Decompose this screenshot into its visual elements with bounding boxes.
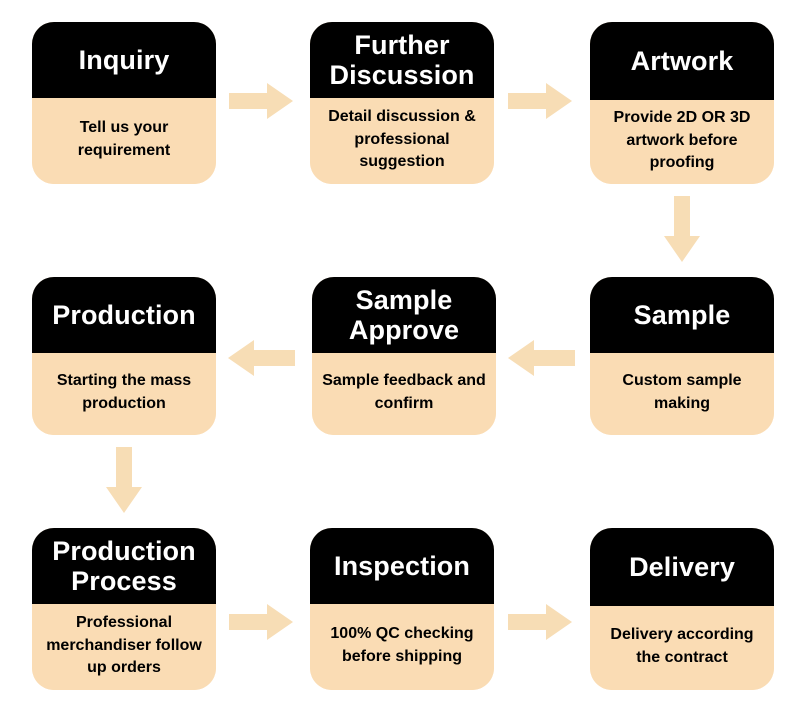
- step-title-inquiry: Inquiry: [32, 22, 216, 98]
- step-card-inquiry[interactable]: Inquiry Tell us your requirement: [32, 22, 216, 184]
- step-card-production[interactable]: Production Starting the mass production: [32, 277, 216, 435]
- connector-production-process-to-inspection: [229, 604, 293, 640]
- step-description-inspection: 100% QC checking before shipping: [310, 604, 494, 690]
- step-card-further-discussion[interactable]: Further Discussion Detail discussion & p…: [310, 22, 494, 184]
- step-title-sample: Sample: [590, 277, 774, 353]
- step-description-sample: Custom sample making: [590, 353, 774, 435]
- step-card-inspection[interactable]: Inspection 100% QC checking before shipp…: [310, 528, 494, 690]
- connector-further-discussion-to-artwork: [508, 83, 572, 119]
- step-description-delivery: Delivery according the contract: [590, 606, 774, 690]
- step-title-sample-approve: Sample Approve: [312, 277, 496, 353]
- connector-inspection-to-delivery: [508, 604, 572, 640]
- step-description-artwork: Provide 2D OR 3D artwork before proofing: [590, 100, 774, 184]
- step-description-further-discussion: Detail discussion & professional suggest…: [310, 98, 494, 184]
- step-description-sample-approve: Sample feedback and confirm: [312, 353, 496, 435]
- step-card-artwork[interactable]: Artwork Provide 2D OR 3D artwork before …: [590, 22, 774, 184]
- step-title-further-discussion: Further Discussion: [310, 22, 494, 98]
- step-description-inquiry: Tell us your requirement: [32, 98, 216, 184]
- step-card-production-process[interactable]: Production Process Professional merchand…: [32, 528, 216, 690]
- step-title-production-process: Production Process: [32, 528, 216, 604]
- step-title-production: Production: [32, 277, 216, 353]
- connector-production-to-production-process: [106, 447, 142, 513]
- step-title-artwork: Artwork: [590, 22, 774, 100]
- connector-artwork-to-sample: [664, 196, 700, 262]
- connector-sample-to-sample-approve: [508, 340, 575, 376]
- step-description-production-process: Professional merchandiser follow up orde…: [32, 604, 216, 690]
- step-description-production: Starting the mass production: [32, 353, 216, 435]
- connector-sample-approve-to-production: [228, 340, 295, 376]
- step-card-sample-approve[interactable]: Sample Approve Sample feedback and confi…: [312, 277, 496, 435]
- step-title-delivery: Delivery: [590, 528, 774, 606]
- step-card-sample[interactable]: Sample Custom sample making: [590, 277, 774, 435]
- step-title-inspection: Inspection: [310, 528, 494, 604]
- step-card-delivery[interactable]: Delivery Delivery according the contract: [590, 528, 774, 690]
- connector-inquiry-to-further-discussion: [229, 83, 293, 119]
